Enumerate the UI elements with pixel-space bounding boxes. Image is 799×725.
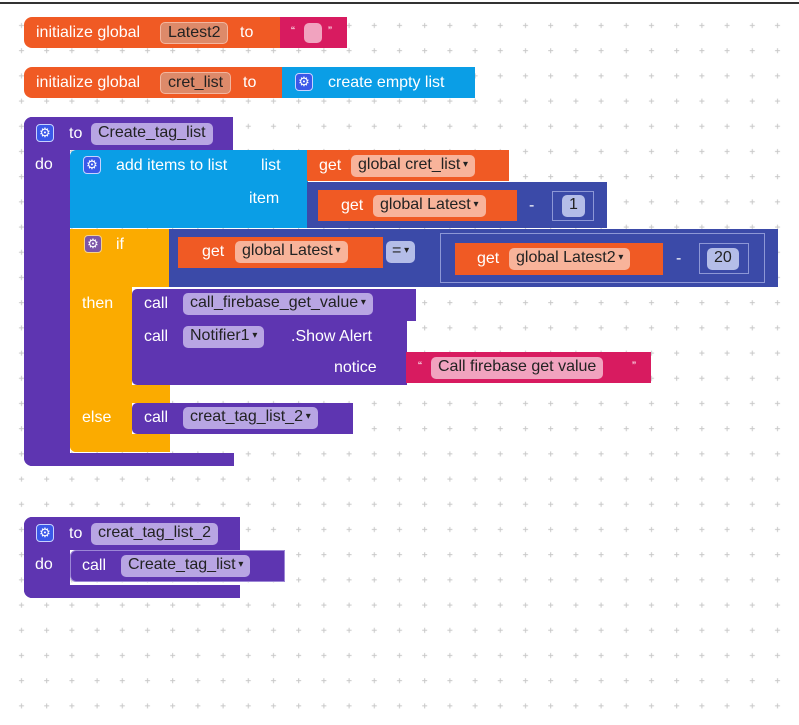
procedure-name-field[interactable]: creat_tag_list_2 <box>91 523 218 545</box>
notice-label: notice <box>334 359 377 376</box>
procedure-dropdown[interactable]: creat_tag_list_2 <box>183 407 318 429</box>
init-global-label: initialize global <box>36 74 141 91</box>
if-label: if <box>116 236 124 253</box>
init-global-label: initialize global <box>36 24 141 41</box>
variable-dropdown[interactable]: global Latest2 <box>509 248 631 270</box>
to-label: to <box>243 74 257 91</box>
call-label: call <box>82 557 107 574</box>
call-label: call <box>144 409 169 426</box>
variable-name-field[interactable]: Latest2 <box>160 22 229 44</box>
procedure-dropdown[interactable]: Create_tag_list <box>121 555 251 577</box>
gear-icon[interactable]: ⚙ <box>84 235 102 253</box>
create-empty-list-block[interactable] <box>282 67 475 98</box>
close-quote: ” <box>632 359 636 373</box>
create-empty-list-label: create empty list <box>328 74 445 91</box>
close-quote: ” <box>328 24 332 38</box>
variable-dropdown[interactable]: global Latest <box>373 195 486 217</box>
to-label: to <box>240 24 254 41</box>
method-label: .Show Alert <box>291 328 372 345</box>
minus-operator: - <box>529 197 535 214</box>
then-label: then <box>82 295 114 312</box>
list-socket-label: list <box>261 157 281 174</box>
else-label: else <box>82 409 112 426</box>
text-value-field[interactable]: Call firebase get value <box>431 357 604 379</box>
gear-icon[interactable]: ⚙ <box>83 156 101 174</box>
item-socket-label: item <box>249 190 280 207</box>
variable-name-field[interactable]: cret_list <box>160 72 232 94</box>
component-dropdown[interactable]: Notifier1 <box>183 326 265 348</box>
minus-operator: - <box>676 250 682 267</box>
do-label: do <box>35 156 53 173</box>
get-label: get <box>477 250 500 267</box>
compare-operator-dropdown[interactable]: = <box>386 241 416 263</box>
workspace-top-border <box>0 2 799 4</box>
variable-dropdown[interactable]: global cret_list <box>351 155 476 177</box>
procedure-name-field[interactable]: Create_tag_list <box>91 123 213 145</box>
number-field[interactable]: 20 <box>707 248 739 270</box>
number-field[interactable]: 1 <box>562 195 585 217</box>
gear-icon[interactable]: ⚙ <box>295 73 313 91</box>
open-quote: “ <box>418 359 422 373</box>
gear-icon[interactable]: ⚙ <box>36 524 54 542</box>
add-items-label: add items to list <box>116 157 228 174</box>
get-label: get <box>341 197 364 214</box>
text-value-field[interactable] <box>304 23 322 43</box>
get-label: get <box>319 157 342 174</box>
do-label: do <box>35 556 53 573</box>
call-label: call <box>144 295 169 312</box>
variable-dropdown[interactable]: global Latest <box>235 241 348 263</box>
procedure-dropdown[interactable]: call_firebase_get_value <box>183 293 373 315</box>
call-label: call <box>144 328 169 345</box>
gear-icon[interactable]: ⚙ <box>36 124 54 142</box>
open-quote: “ <box>291 24 295 38</box>
get-label: get <box>202 243 225 260</box>
to-label: to <box>69 125 83 142</box>
to-label: to <box>69 525 83 542</box>
